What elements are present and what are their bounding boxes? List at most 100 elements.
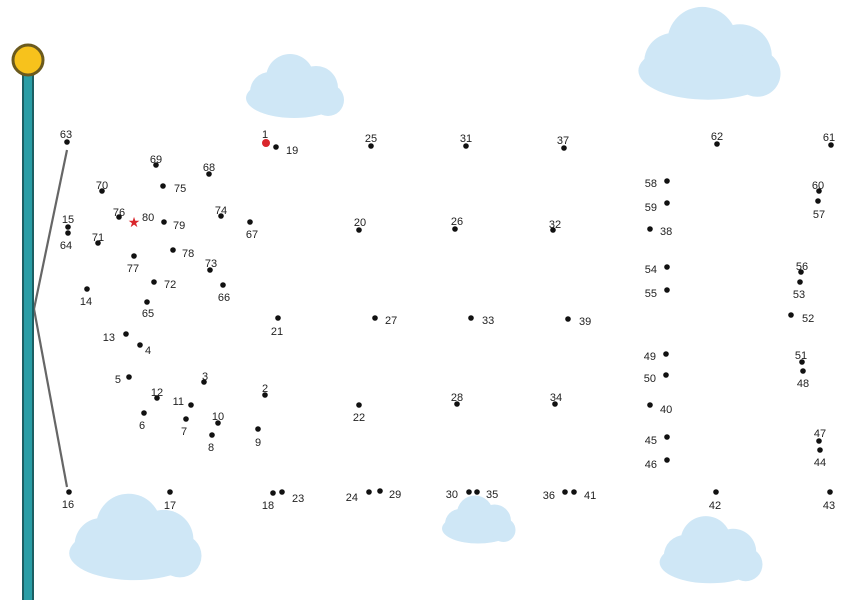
dot-marker <box>817 447 823 453</box>
dot-marker <box>713 489 719 495</box>
dot-label: 35 <box>486 489 498 501</box>
dot-marker <box>815 198 821 204</box>
dot-label: 63 <box>60 129 72 141</box>
dot-33: 33 <box>468 315 494 327</box>
dot-19: 19 <box>273 144 298 157</box>
dot-label: 28 <box>451 392 463 404</box>
dot-64: 64 <box>60 230 72 252</box>
dot-marker <box>95 240 101 246</box>
dot-marker <box>816 438 822 444</box>
dot-label: 58 <box>645 178 657 190</box>
dot-marker <box>800 368 806 374</box>
dot-marker <box>167 489 173 495</box>
dot-label: 27 <box>385 315 397 327</box>
dot-marker <box>153 162 159 168</box>
dot-marker <box>206 171 212 177</box>
dot-label: 74 <box>215 205 227 217</box>
dot-4: 4 <box>137 342 151 357</box>
dot-marker <box>552 401 558 407</box>
flagpole-ball <box>11 43 45 77</box>
dot-marker <box>131 253 137 259</box>
dot-label: 33 <box>482 315 494 327</box>
dot-25: 25 <box>365 133 377 149</box>
dot-label: 11 <box>173 396 184 408</box>
dot-1: 1 <box>262 129 270 147</box>
dot-marker <box>279 489 285 495</box>
dot-label: 59 <box>645 202 657 214</box>
dot-marker <box>377 488 383 494</box>
dot-marker <box>270 490 276 496</box>
dot-marker <box>116 214 122 220</box>
dot-71: 71 <box>92 232 104 246</box>
dot-label: 24 <box>346 492 358 504</box>
dot-label: 47 <box>814 428 826 440</box>
dot-marker <box>126 374 132 380</box>
dot-marker <box>550 227 556 233</box>
dot-label: 14 <box>80 296 92 308</box>
dot-label: 18 <box>262 500 274 512</box>
dot-label: 41 <box>584 490 596 502</box>
dot-70: 70 <box>96 180 108 194</box>
dot-marker <box>799 359 805 365</box>
dot-80: ★80 <box>128 212 155 231</box>
dot-marker <box>452 226 458 232</box>
dot-label: 50 <box>644 373 656 385</box>
dot-marker <box>262 392 268 398</box>
dot-label: 48 <box>797 378 809 390</box>
dot-label: 5 <box>115 374 121 386</box>
flag-rope-bottom <box>32 308 69 488</box>
dot-label: 69 <box>150 154 162 166</box>
dot-48: 48 <box>797 368 809 390</box>
dot-10: 10 <box>212 411 224 426</box>
dot-76: 76 <box>113 207 125 220</box>
dot-marker <box>647 226 653 232</box>
dot-77: 77 <box>127 253 139 275</box>
dot-label: 73 <box>205 258 217 270</box>
dot-marker <box>151 279 157 285</box>
dot-6: 6 <box>139 410 147 432</box>
dot-52: 52 <box>788 312 814 325</box>
dot-marker <box>247 219 253 225</box>
dot-marker <box>66 489 72 495</box>
dot-label: 42 <box>709 500 721 512</box>
dot-label: 16 <box>62 499 74 511</box>
dot-40: 40 <box>647 402 672 416</box>
dot-label: 56 <box>796 261 808 273</box>
dot-13: 13 <box>103 331 129 344</box>
dot-marker <box>141 410 147 416</box>
dot-79: 79 <box>161 219 185 232</box>
dot-label: 13 <box>103 332 115 344</box>
dot-marker <box>161 219 167 225</box>
dot-44: 44 <box>814 447 826 469</box>
dot-2: 2 <box>262 383 268 398</box>
dot-label: 31 <box>460 133 472 145</box>
dot-label: 39 <box>579 316 591 328</box>
dot-marker <box>797 279 803 285</box>
dot-marker <box>663 351 669 357</box>
dot-marker <box>454 401 460 407</box>
dot-label: 34 <box>550 392 562 404</box>
dot-label: 68 <box>203 162 215 174</box>
flagpole <box>22 63 34 600</box>
star-icon: ★ <box>128 215 141 231</box>
dot-12: 12 <box>151 387 163 401</box>
dot-31: 31 <box>460 133 472 149</box>
dot-55: 55 <box>645 287 670 300</box>
dot-marker <box>273 144 279 150</box>
dot-label: 26 <box>451 216 463 228</box>
dot-label: 1 <box>262 129 268 141</box>
dot-78: 78 <box>170 247 194 260</box>
dot-label: 7 <box>181 426 187 438</box>
dot-marker <box>565 316 571 322</box>
dot-9: 9 <box>255 426 261 449</box>
dot-label: 72 <box>164 279 176 291</box>
dot-label: 19 <box>286 145 298 157</box>
dot-14: 14 <box>80 286 92 308</box>
dot-38: 38 <box>647 226 672 238</box>
dot-marker <box>137 342 143 348</box>
dot-label: 79 <box>173 220 185 232</box>
dot-label: 17 <box>164 500 176 512</box>
dot-marker <box>65 224 71 230</box>
dot-label: 25 <box>365 133 377 145</box>
